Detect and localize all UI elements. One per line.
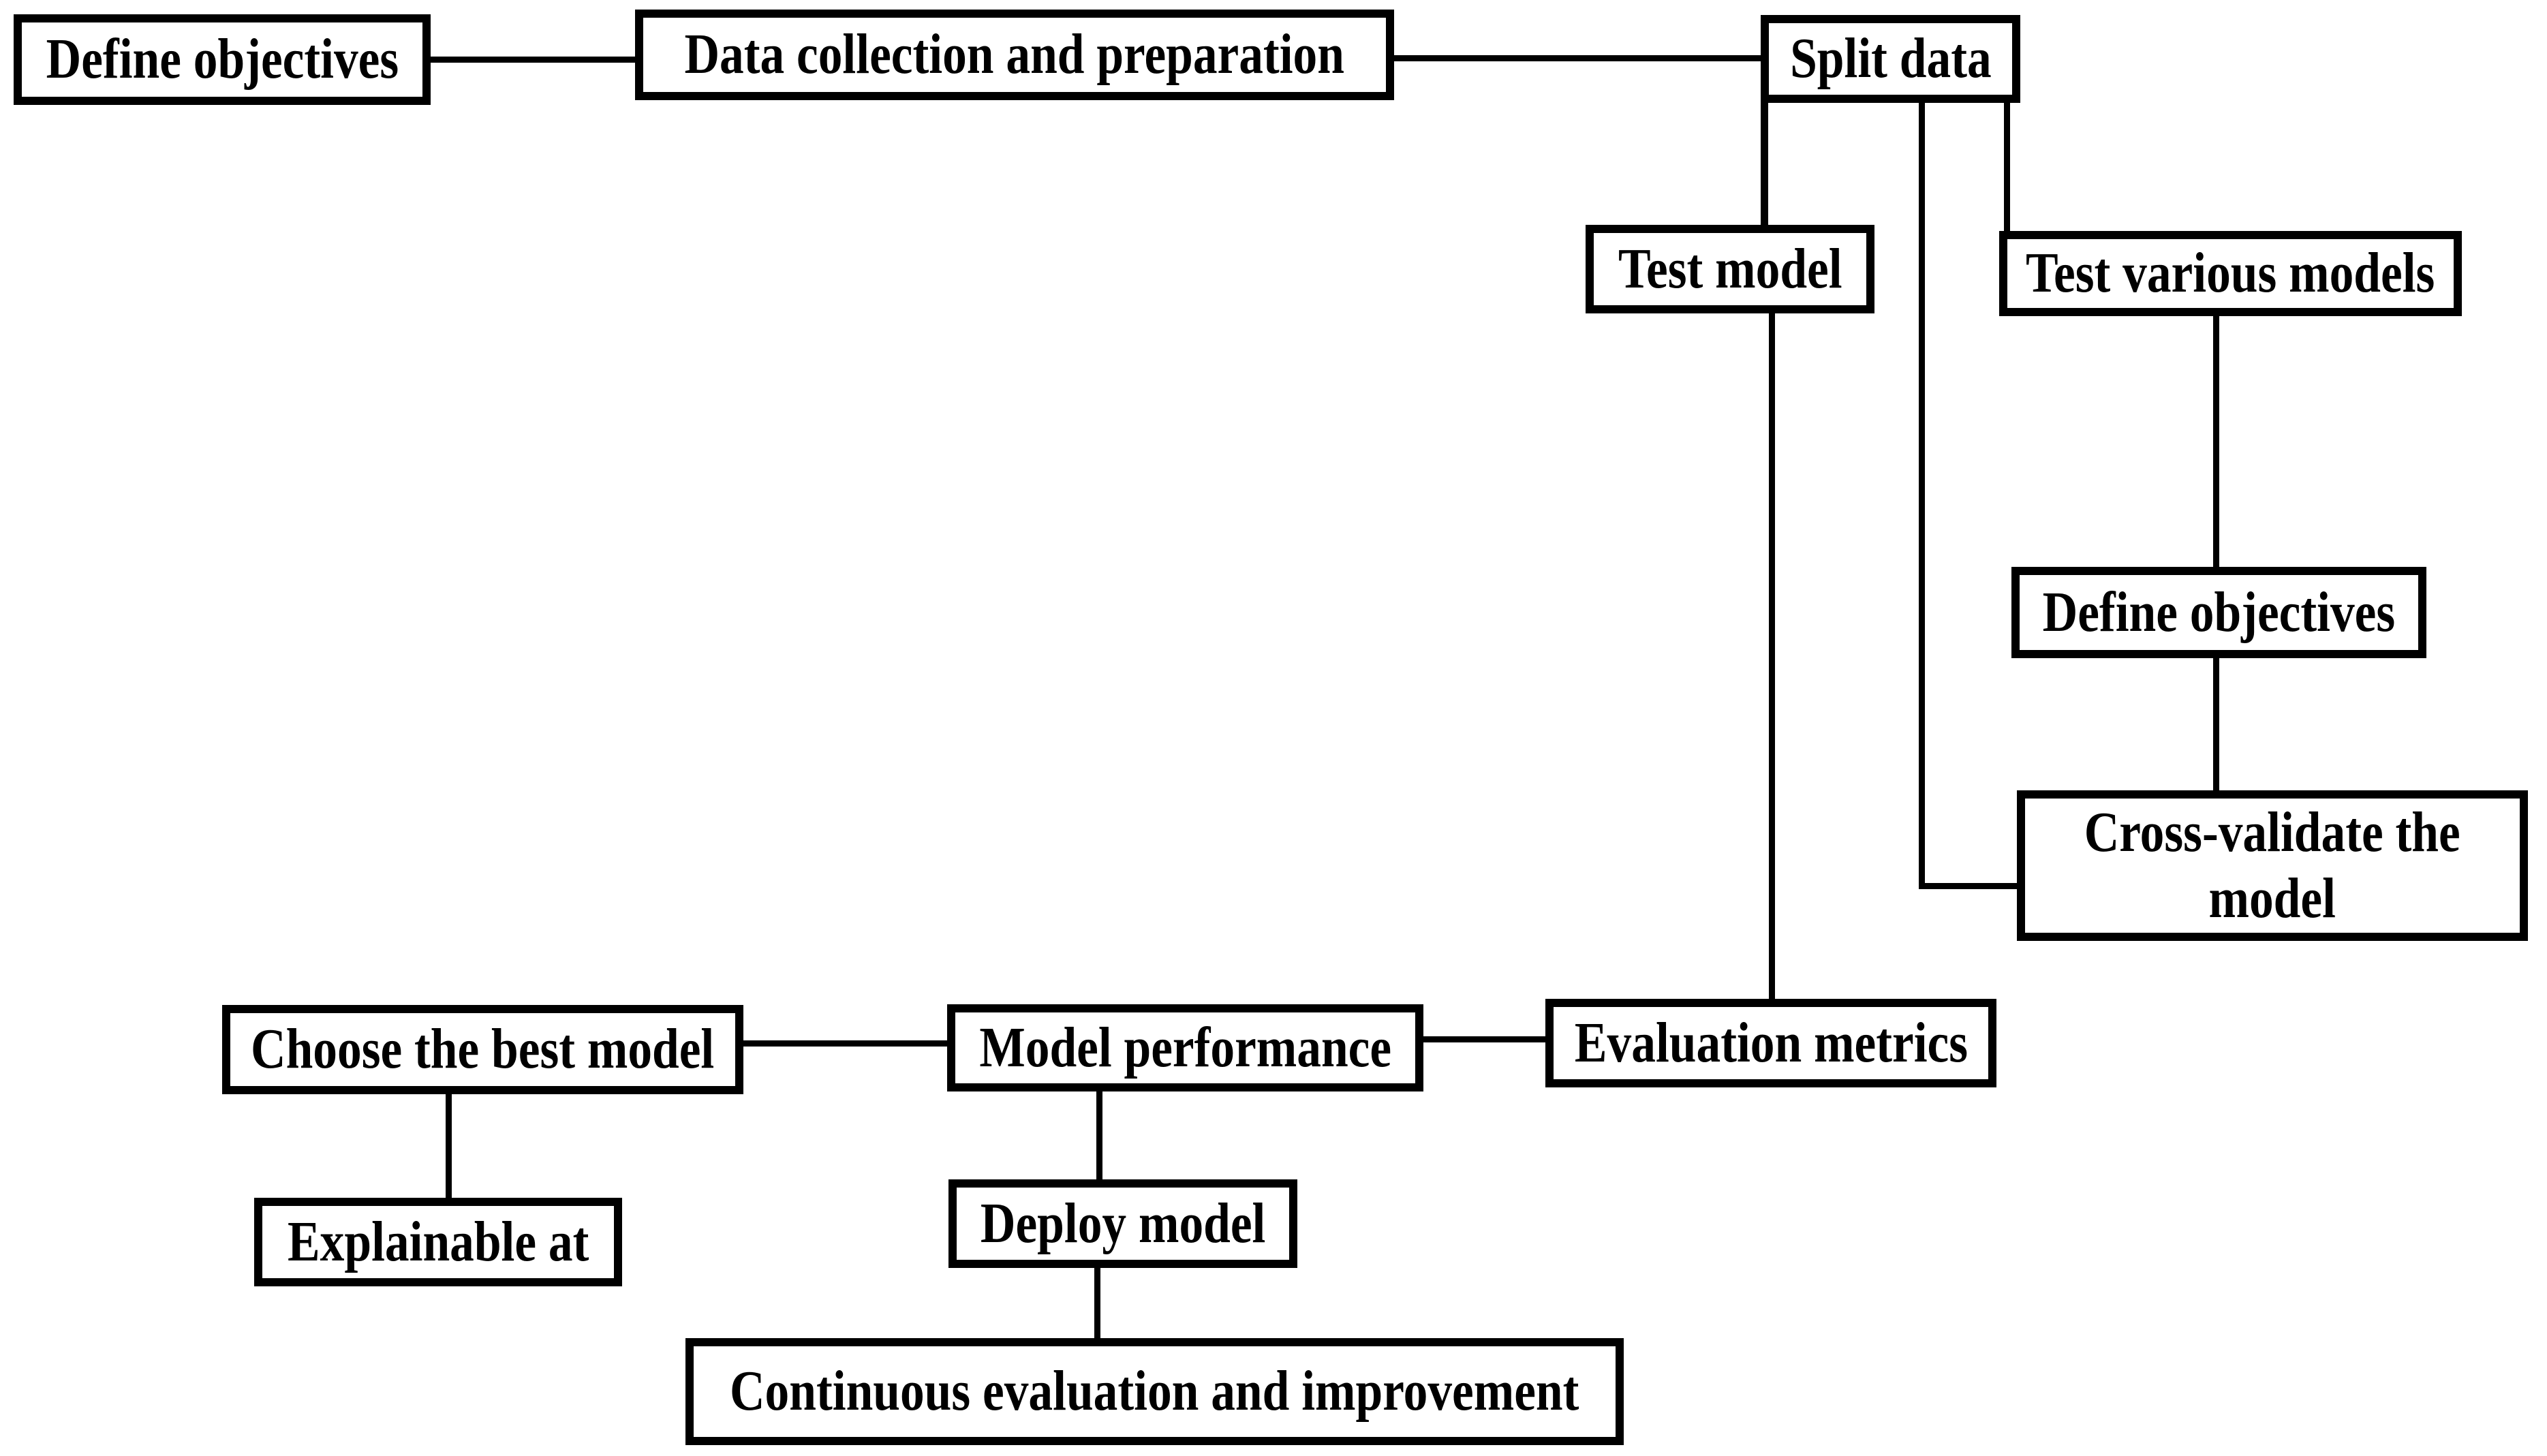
node-choose-best-model: Choose the best model	[222, 1005, 743, 1094]
node-label: Define objectives	[2042, 580, 2396, 644]
node-explainable-at: Explainable at	[254, 1198, 622, 1286]
node-split-data: Split data	[1761, 15, 2020, 103]
node-deploy-model: Deploy model	[948, 1179, 1297, 1268]
node-define-objectives-1: Define objectives	[14, 14, 431, 105]
node-test-model: Test model	[1586, 225, 1874, 313]
edge-test-model-to-evaluation-metrics	[1769, 313, 1775, 1000]
edge-model-performance-to-evaluation-metrics	[1423, 1036, 1546, 1042]
edge-define-objectives-to-data-collection	[429, 57, 635, 63]
edge-split-data-to-cross-validate-vertical	[1919, 102, 1925, 889]
node-label: Model performance	[979, 1015, 1391, 1079]
node-label: Explainable at	[287, 1209, 589, 1273]
node-continuous-evaluation: Continuous evaluation and improvement	[685, 1338, 1624, 1445]
edge-model-performance-to-deploy-model	[1096, 1091, 1102, 1180]
node-label: Evaluation metrics	[1574, 1010, 1968, 1074]
edge-choose-best-model-to-explainable-at	[446, 1094, 452, 1198]
node-define-objectives-2: Define objectives	[2011, 567, 2426, 658]
node-label: Define objectives	[46, 27, 399, 91]
node-cross-validate: Cross-validate the model	[2017, 790, 2528, 941]
node-label: Cross-validate the model	[2084, 800, 2460, 930]
node-label: Data collection and preparation	[684, 22, 1345, 87]
node-test-various-models: Test various models	[1999, 231, 2462, 316]
node-evaluation-metrics: Evaluation metrics	[1545, 999, 1996, 1087]
edge-define-objectives-to-cross-validate	[2213, 657, 2219, 791]
edge-split-data-to-test-various-models	[2004, 102, 2010, 232]
edge-data-collection-to-split-data	[1393, 55, 1761, 61]
edge-split-data-to-cross-validate-horizontal	[1919, 883, 2021, 889]
node-label: Continuous evaluation and improvement	[730, 1359, 1579, 1423]
node-label: Choose the best model	[251, 1017, 715, 1081]
node-label: Deploy model	[980, 1191, 1266, 1255]
node-model-performance: Model performance	[947, 1004, 1423, 1091]
edge-test-various-models-to-define-objectives	[2213, 315, 2219, 568]
node-label: Test model	[1618, 236, 1842, 300]
edge-split-data-to-test-model	[1761, 102, 1768, 226]
node-data-collection: Data collection and preparation	[635, 10, 1394, 100]
node-label: Split data	[1789, 27, 1992, 91]
node-label: Test various models	[2026, 241, 2435, 305]
edge-choose-best-model-to-model-performance	[743, 1040, 948, 1047]
edge-deploy-model-to-continuous-evaluation	[1094, 1267, 1100, 1339]
